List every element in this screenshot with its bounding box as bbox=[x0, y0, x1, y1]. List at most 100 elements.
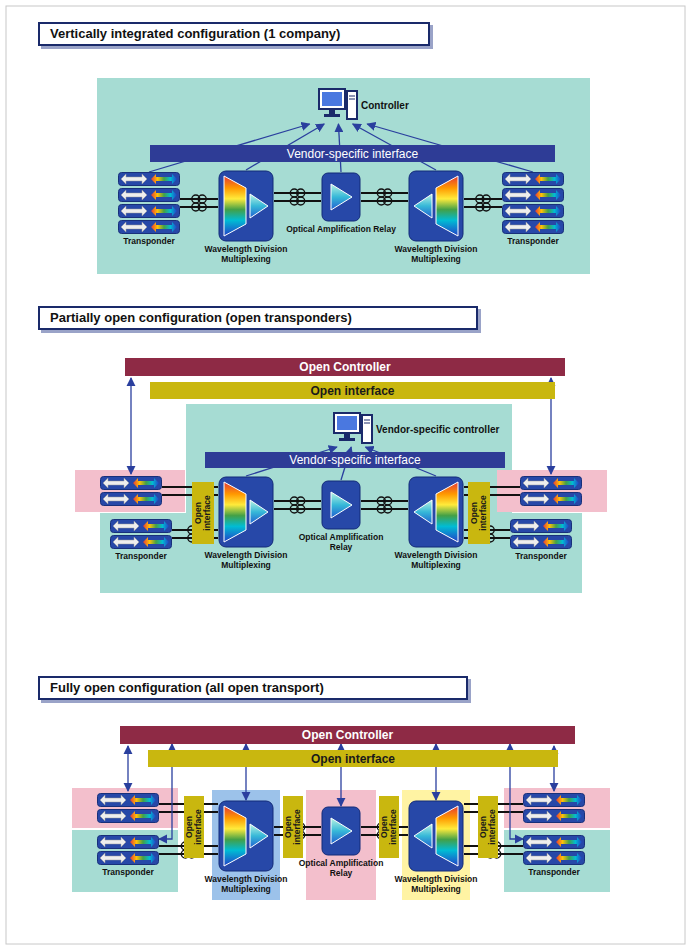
device-label: Wavelength Division Multiplexing bbox=[390, 245, 482, 265]
interface-bar: Open interface bbox=[148, 750, 558, 767]
connector bbox=[361, 189, 408, 205]
open-transponder-panel bbox=[497, 470, 607, 512]
device-icon bbox=[97, 835, 159, 865]
fiber-coil bbox=[198, 195, 206, 203]
device-icon bbox=[218, 476, 274, 548]
node-label: Vendor-specific interface bbox=[289, 454, 420, 466]
fiber-coil bbox=[198, 203, 206, 211]
device-box: Transponder bbox=[510, 519, 572, 549]
node-label: Partially open configuration (open trans… bbox=[50, 310, 352, 325]
device-label: Wavelength Division Multiplexing bbox=[390, 875, 482, 895]
transponder-icon bbox=[101, 477, 162, 506]
fiber-coil bbox=[297, 505, 305, 513]
node-label: Open interface bbox=[311, 753, 395, 765]
node-label: Open interface bbox=[479, 798, 497, 856]
interface-bar: Open interface bbox=[150, 382, 555, 399]
device-box: Wavelength Division Multiplexing bbox=[408, 800, 464, 872]
interface-bar: Vendor-specific interface bbox=[150, 145, 555, 162]
fiber-coil bbox=[384, 189, 392, 197]
device-icon bbox=[321, 172, 361, 222]
open-transponder-panel bbox=[75, 470, 185, 512]
controller-box: Vendor-specific controller bbox=[333, 411, 499, 447]
device-icon bbox=[218, 170, 274, 242]
node-label: Open interface bbox=[194, 484, 212, 542]
device-icon bbox=[408, 476, 464, 548]
node-label: Open interface bbox=[310, 385, 394, 397]
open-interface-box: Open interface bbox=[468, 482, 490, 544]
fiber-coil bbox=[384, 497, 392, 505]
device-icon bbox=[118, 172, 180, 234]
device-box: Optical Amplification Relay bbox=[321, 480, 361, 530]
device-box: Wavelength Division Multiplexing bbox=[218, 476, 274, 548]
node-label: Open interface bbox=[470, 484, 488, 542]
device-icon bbox=[510, 519, 572, 549]
device-label: Optical Amplification Relay bbox=[295, 859, 387, 879]
open-interface-box: Open interface bbox=[379, 796, 399, 858]
device-label: Wavelength Division Multiplexing bbox=[390, 551, 482, 571]
page-frame bbox=[6, 6, 685, 944]
device-box: Wavelength Division Multiplexing bbox=[408, 170, 464, 242]
section-heading: Partially open configuration (open trans… bbox=[38, 306, 478, 330]
device-box: Transponder bbox=[97, 835, 159, 865]
device-box: Wavelength Division Multiplexing bbox=[218, 170, 274, 242]
device-label: Transponder bbox=[501, 552, 581, 562]
device-icon bbox=[321, 806, 361, 856]
fiber-coil bbox=[482, 203, 490, 211]
computer-icon bbox=[333, 412, 373, 446]
device-box: Wavelength Division Multiplexing bbox=[218, 800, 274, 872]
device-label: Transponder bbox=[101, 552, 181, 562]
device-box: Transponder bbox=[523, 835, 585, 865]
open-interface-box: Open interface bbox=[192, 482, 214, 544]
fiber-coil bbox=[297, 189, 305, 197]
section-heading: Vertically integrated configuration (1 c… bbox=[38, 22, 430, 46]
node-label: Open interface bbox=[380, 798, 398, 856]
node-label: Vertically integrated configuration (1 c… bbox=[50, 26, 340, 41]
node-label: Fully open configuration (all open trans… bbox=[50, 680, 324, 695]
device-box: Optical Amplification Relay bbox=[321, 172, 361, 222]
transponder-icon bbox=[524, 794, 585, 823]
control-line bbox=[130, 378, 131, 474]
vendor-panel bbox=[97, 78, 590, 274]
interface-bar: Open Controller bbox=[120, 726, 575, 744]
controller-box: Controller bbox=[318, 86, 409, 124]
device-icon bbox=[321, 480, 361, 530]
device-label: Wavelength Division Multiplexing bbox=[200, 875, 292, 895]
open-transponder-panel bbox=[504, 788, 610, 828]
device-icon bbox=[523, 835, 585, 865]
device-box: Transponder bbox=[118, 172, 180, 234]
device-box: Wavelength Division Multiplexing bbox=[408, 476, 464, 548]
device-label: Wavelength Division Multiplexing bbox=[200, 245, 292, 265]
interface-bar: Open Controller bbox=[125, 358, 565, 376]
device-label: Transponder bbox=[88, 868, 168, 878]
connector bbox=[274, 189, 321, 205]
open-interface-box: Open interface bbox=[184, 796, 204, 858]
node-label: Open interface bbox=[284, 798, 302, 856]
open-transponder-panel bbox=[72, 788, 178, 828]
device-label: Optical Amplification Relay bbox=[295, 533, 387, 553]
open-interface-box: Open interface bbox=[283, 796, 303, 858]
fiber-coil bbox=[297, 197, 305, 205]
node-label: Vendor-specific controller bbox=[376, 424, 499, 435]
computer-icon bbox=[318, 88, 358, 122]
fiber-coil bbox=[482, 195, 490, 203]
device-icon bbox=[408, 170, 464, 242]
section-heading: Fully open configuration (all open trans… bbox=[38, 676, 468, 700]
open-interface-box: Open interface bbox=[478, 796, 498, 858]
transponder-icon bbox=[98, 794, 159, 823]
node-label: Open interface bbox=[185, 798, 203, 856]
transponder-icon bbox=[521, 477, 582, 506]
node-label: Open Controller bbox=[302, 729, 393, 741]
device-label: Wavelength Division Multiplexing bbox=[200, 551, 292, 571]
node-label: Controller bbox=[361, 100, 409, 111]
connector bbox=[361, 497, 408, 513]
device-icon bbox=[408, 800, 464, 872]
device-box: Transponder bbox=[110, 519, 172, 549]
device-box: Optical Amplification Relay bbox=[321, 806, 361, 856]
device-label: Transponder bbox=[109, 237, 189, 247]
fiber-coil bbox=[297, 497, 305, 505]
device-label: Transponder bbox=[514, 868, 594, 878]
device-icon bbox=[218, 800, 274, 872]
device-label: Optical Amplification Relay bbox=[266, 225, 416, 235]
fiber-coil bbox=[384, 505, 392, 513]
